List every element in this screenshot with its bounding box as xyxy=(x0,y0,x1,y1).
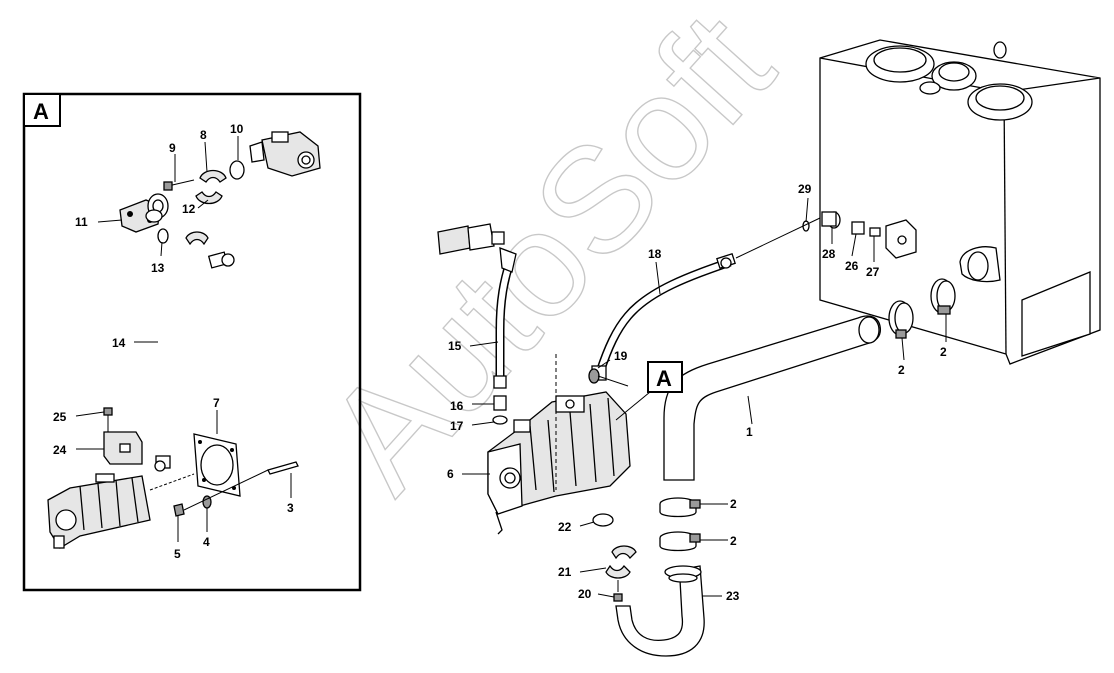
label-14: 14 xyxy=(112,336,126,350)
suction-hose-1 xyxy=(663,315,882,481)
label-18: 18 xyxy=(648,247,662,261)
label-4: 4 xyxy=(203,535,210,549)
port-block xyxy=(249,131,321,177)
label-12: 12 xyxy=(182,202,196,216)
o-ring-17 xyxy=(492,415,508,425)
adapter-16 xyxy=(493,395,507,411)
label-17: 17 xyxy=(450,419,464,433)
half-clamp-21a xyxy=(611,545,637,560)
label-2-tank-right: 2 xyxy=(940,345,947,359)
tank-fittings xyxy=(802,211,917,259)
label-6: 6 xyxy=(447,467,454,481)
label-8: 8 xyxy=(200,128,207,142)
hose-14 xyxy=(154,251,235,472)
hose-15 xyxy=(493,247,517,389)
label-26: 26 xyxy=(845,259,859,273)
nut-5 xyxy=(173,503,185,517)
bolt-19 xyxy=(588,368,629,387)
bolt-25 xyxy=(103,407,113,432)
label-2-tank-left: 2 xyxy=(898,363,905,377)
label-2-lower-1: 2 xyxy=(730,497,737,511)
o-ring-22 xyxy=(592,513,614,527)
label-7: 7 xyxy=(213,396,220,410)
hose-clamp-tank-2 xyxy=(930,278,956,315)
label-23: 23 xyxy=(726,589,740,603)
callout-letter: A xyxy=(656,366,672,391)
main-leaders xyxy=(462,197,947,598)
label-28: 28 xyxy=(822,247,836,261)
half-clamp-lower xyxy=(185,231,209,246)
inset-detail-a: A xyxy=(22,92,362,592)
label-3: 3 xyxy=(287,501,294,515)
label-10: 10 xyxy=(230,122,244,136)
suction-pipe-23 xyxy=(615,565,705,657)
label-5: 5 xyxy=(174,547,181,561)
inset-leaders xyxy=(75,136,292,542)
label-11: 11 xyxy=(75,215,88,229)
half-clamp-8 xyxy=(199,169,227,183)
label-19: 19 xyxy=(614,349,628,363)
label-27: 27 xyxy=(866,265,880,279)
inset-frame xyxy=(22,92,362,592)
flange-11 xyxy=(119,193,169,233)
pin-3 xyxy=(267,461,299,475)
callout-a: A xyxy=(615,361,683,421)
half-clamp-12 xyxy=(195,191,223,205)
hose-clamp-upper-1 xyxy=(659,497,701,518)
label-2-lower-2: 2 xyxy=(730,534,737,548)
valve-block xyxy=(437,223,505,255)
label-24: 24 xyxy=(53,443,67,457)
label-9: 9 xyxy=(169,141,176,155)
half-clamp-21b xyxy=(605,564,631,579)
gasket-7 xyxy=(193,433,241,497)
inset-letter: A xyxy=(33,99,49,124)
hose-clamp-upper-2 xyxy=(659,531,701,552)
bracket-24 xyxy=(103,431,143,465)
hydraulic-tank xyxy=(819,39,1101,365)
label-1: 1 xyxy=(746,425,753,439)
label-13: 13 xyxy=(151,261,165,275)
label-22: 22 xyxy=(558,520,572,534)
label-25: 25 xyxy=(53,410,67,424)
label-29: 29 xyxy=(798,182,812,196)
hose-clamp-tank-1 xyxy=(888,300,914,339)
inset-letter-box xyxy=(23,93,61,127)
o-ring-13 xyxy=(157,228,169,244)
label-21: 21 xyxy=(558,565,572,579)
inset-pump xyxy=(47,473,151,549)
screw-20 xyxy=(613,580,623,602)
bolt-9 xyxy=(163,179,195,191)
label-20: 20 xyxy=(578,587,592,601)
label-15: 15 xyxy=(448,339,462,353)
hydraulic-pump xyxy=(487,391,631,535)
o-ring-10 xyxy=(229,160,245,180)
label-16: 16 xyxy=(450,399,464,413)
